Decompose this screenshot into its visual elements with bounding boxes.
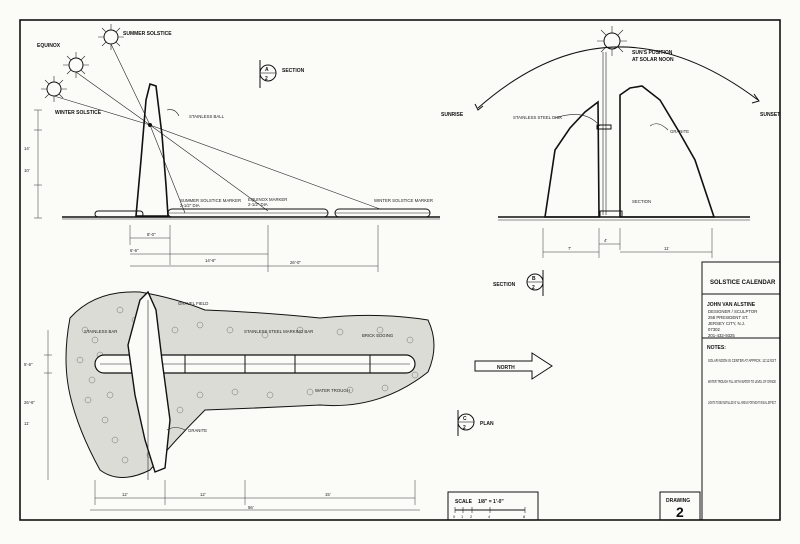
north-label: NORTH bbox=[497, 365, 515, 371]
sunrise-label: SUNRISE bbox=[441, 112, 464, 118]
dim-26ft: 26'-0" bbox=[290, 260, 301, 265]
title-block: SOLSTICE CALENDAR JOHN VAN ALSTINE DESIG… bbox=[701, 261, 781, 521]
solar-noon-label: AT SOLAR NOON bbox=[632, 57, 674, 63]
equinox-marker-size: 2-1/2" DIA bbox=[248, 202, 268, 207]
plan-dim-56: 56' bbox=[248, 505, 254, 510]
dim-14ft6: 14'-6" bbox=[205, 258, 216, 263]
dim-height-10: 10' bbox=[24, 168, 30, 173]
gravel-label: GRAVEL FIELD bbox=[178, 301, 208, 306]
dim-6ft6: 6'-6" bbox=[130, 248, 139, 253]
address-line-5: 201-432-9325 bbox=[708, 333, 735, 338]
winter-marker-label: WINTER SOLSTICE MARKER bbox=[374, 198, 433, 203]
scale-box: SCALE 1/8" = 1'-0" 0 1 2 4 8 bbox=[447, 491, 539, 521]
section-dim-11: 11' bbox=[664, 246, 669, 251]
note-1: SOLAR NOON IS CENTER AT APPROX. 12:12 ES… bbox=[708, 358, 776, 363]
section-label-b: SECTION bbox=[493, 282, 516, 288]
granite-plan-label: GRANITE bbox=[188, 428, 207, 433]
drawing-label: DRAWING bbox=[666, 498, 690, 504]
section-label-a: SECTION bbox=[282, 68, 305, 74]
summer-marker-size: 2-1/2" DIA bbox=[180, 203, 200, 208]
sun-icon bbox=[597, 26, 627, 56]
svg-text:A: A bbox=[265, 67, 269, 73]
designer-name: JOHN VAN ALSTINE bbox=[707, 302, 756, 308]
svg-text:C: C bbox=[463, 416, 467, 422]
drawing-number-box: DRAWING 2 bbox=[659, 491, 701, 521]
winter-solstice-label: WINTER SOLSTICE bbox=[55, 110, 102, 116]
north-arrow-icon: NORTH bbox=[474, 352, 553, 380]
plan-view: GRAVEL FIELD STAINLESS BAR STAINLESS STE… bbox=[24, 270, 553, 511]
plan-marker-c: C 2 PLAN bbox=[457, 410, 494, 436]
dim-8ft: 8'-0" bbox=[147, 232, 156, 237]
address-line-4: 07302 bbox=[708, 327, 721, 332]
granite-right-half bbox=[619, 85, 716, 218]
svg-text:8: 8 bbox=[523, 514, 526, 519]
stainless-disk-label: STAINLESS STEEL DISK bbox=[513, 115, 562, 120]
gravel-field bbox=[65, 291, 435, 478]
section-view: SUN'S POSITION AT SOLAR NOON SUNRISE SUN… bbox=[441, 26, 780, 258]
edging-label: BRICK EDGING bbox=[362, 333, 394, 338]
granite-plan bbox=[127, 290, 171, 473]
stainless-ball-label: STAINLESS BALL bbox=[189, 114, 225, 119]
svg-text:2: 2 bbox=[463, 425, 466, 431]
svg-text:4: 4 bbox=[488, 514, 491, 519]
address-line-2: 258 PRESIDENT ST. bbox=[708, 315, 748, 320]
address-line-3: JERSEY CITY, N.J. bbox=[708, 321, 745, 326]
section-dim-4: 4' bbox=[604, 238, 607, 243]
svg-text:B: B bbox=[532, 276, 536, 282]
dim-height-14: 14' bbox=[24, 146, 30, 151]
granite-label-section: GRANITE bbox=[670, 129, 689, 134]
drawing-number: 2 bbox=[676, 504, 684, 520]
sun-icon bbox=[41, 76, 67, 102]
plan-dim-5ft6: 5'-6" bbox=[24, 362, 33, 367]
equinox-label: EQUINOX bbox=[37, 43, 61, 49]
address-line-1: DESIGNER / SCULPTOR bbox=[708, 309, 757, 314]
project-title: SOLSTICE CALENDAR bbox=[710, 280, 776, 286]
svg-text:1: 1 bbox=[461, 514, 464, 519]
svg-text:0: 0 bbox=[453, 514, 456, 519]
sunset-label: SUNSET bbox=[760, 112, 780, 118]
scale-label: SCALE bbox=[455, 499, 473, 505]
plan-dim-12a: 12' bbox=[122, 492, 128, 497]
section-label-small: SECTION bbox=[632, 199, 651, 204]
notes-heading: NOTES: bbox=[707, 345, 726, 351]
equinox-marker-label: EQUINOX MARKER bbox=[248, 197, 287, 202]
plan-dim-26ft6: 26'-6" bbox=[24, 400, 35, 405]
stainless-ball bbox=[148, 123, 152, 127]
svg-text:2: 2 bbox=[470, 514, 473, 519]
plan-dim-15: 15' bbox=[325, 492, 331, 497]
granite-stone-elevation bbox=[135, 82, 169, 217]
plan-label: PLAN bbox=[480, 421, 494, 427]
svg-text:2: 2 bbox=[265, 76, 268, 82]
summer-marker-label: SUMMER SOLSTICE MARKER bbox=[180, 198, 241, 203]
water-trough-label: WATER TROUGH bbox=[315, 388, 350, 393]
section-marker-b: SECTION B 2 bbox=[493, 270, 544, 296]
sun-icon bbox=[63, 52, 89, 78]
note-2: WATER TROUGH FILL WITH WATER TO LEVEL OF… bbox=[708, 379, 776, 384]
note-3: LIGHTS TO BE INSTALLED AT ALL AREAS FOR … bbox=[708, 400, 776, 405]
section-dim-7: 7' bbox=[568, 246, 571, 251]
summer-solstice-label: SUMMER SOLSTICE bbox=[123, 31, 172, 37]
scale-value: 1/8" = 1'-0" bbox=[478, 499, 504, 505]
plan-dim-12b: 12' bbox=[200, 492, 206, 497]
elevation-view: EQUINOX SUMMER SOLSTICE WINTER SOLSTICE … bbox=[24, 24, 440, 272]
plan-dim-11: 11' bbox=[24, 421, 29, 426]
stainless-steel-disk bbox=[596, 124, 612, 130]
stainless-bar-label: STAINLESS BAR bbox=[84, 329, 117, 334]
sun-icon bbox=[98, 24, 124, 50]
marking-bar-label: STAINLESS STEEL MARKING BAR bbox=[244, 329, 313, 334]
svg-text:2: 2 bbox=[532, 285, 535, 291]
section-marker-a: A 2 SECTION bbox=[259, 60, 305, 88]
sun-position-label: SUN'S POSITION bbox=[632, 50, 673, 56]
